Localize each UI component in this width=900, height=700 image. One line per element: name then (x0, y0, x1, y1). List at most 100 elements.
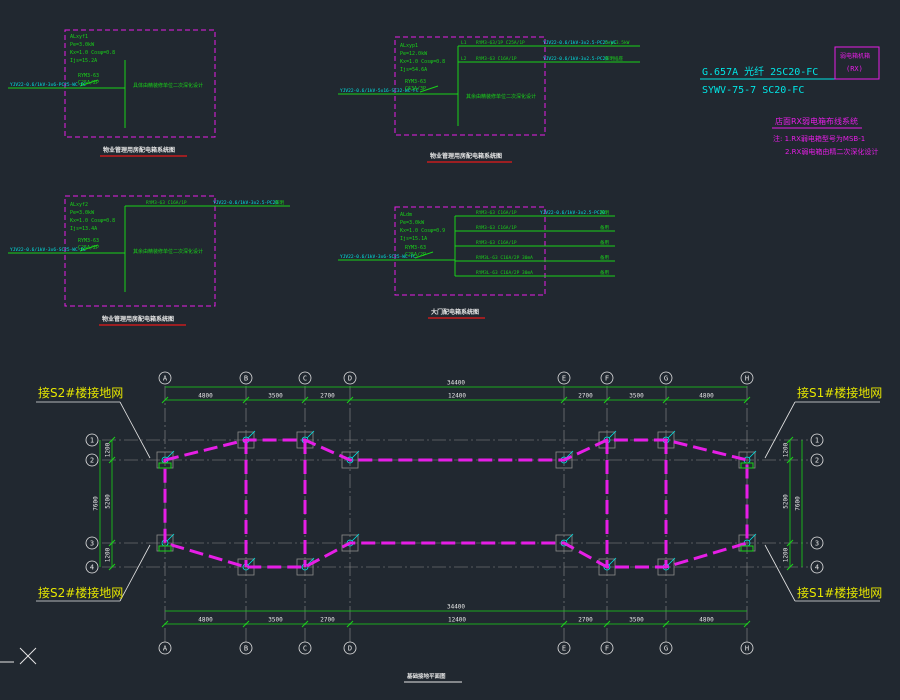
axis-bubble (343, 371, 357, 385)
dim-total-x-0: 34400 (447, 380, 465, 387)
panel-4-breaker-0: RYM3-63 (405, 245, 426, 251)
dim-total-y-1: 7600 (795, 496, 802, 511)
test-point (740, 545, 754, 552)
panel-2-spec-3: Ijs=54.6A (400, 67, 427, 73)
panel-4-branch-4-load: 备用 (600, 269, 609, 276)
panel-4-branch-3-breaker: RYM3L-63 C16A/2P 30mA (476, 255, 533, 261)
axis-bubble-label-G-0: G (664, 375, 668, 383)
axis-bubble-label-C-0: C (303, 375, 307, 383)
panel-4-spec-3: Ijs=15.1A (400, 236, 427, 242)
axis-bubble-label-1-1: 1 (815, 437, 819, 445)
plan-dimensions: 4800 3500 2700 12400 2700 3500 4800 34400 4800 3 5… (93, 380, 803, 628)
plan-grounding (158, 438, 754, 569)
rx-title: 店面RX弱电箱布线系统 (775, 116, 858, 126)
axis-bubble (85, 453, 99, 467)
ground-label-s1-top: 接S1#楼接地网 (797, 385, 882, 400)
panel-3-spec-0: ALxyf2 (70, 202, 88, 208)
ground-plan: 4800 3500 2700 12400 2700 3500 4800 34400 4800 3 5… (36, 371, 882, 683)
dim-y-0-0: 1200 (105, 442, 112, 457)
panel-2-branch-1-breaker: RYM3-63 C16A/1P (476, 56, 517, 62)
panel-3-branch-0-breaker: RYM3-63 C16A/1P (146, 200, 187, 206)
panel-2-branch-1-label: L2 (461, 56, 467, 62)
panel-4-spec-1: Pe=3.0kW (400, 220, 425, 226)
panel-1-note: 具体由精装修单位二次深化设计 (133, 82, 203, 89)
panel-3: ALxyf2 Pe=3.0kW Kx=1.0 Cosφ=0.8 Ijs=13.4… (8, 195, 290, 326)
footing-leader (565, 450, 574, 459)
footing-leader (351, 450, 360, 459)
panel-3-spec-2: Kx=1.0 Cosφ=0.8 (70, 218, 115, 224)
axis-bubble (298, 641, 312, 655)
ucs-icon (0, 647, 37, 665)
dim-x-0-5: 3500 (629, 393, 644, 400)
axis-bubble-label-3-1: 3 (815, 540, 819, 548)
panel-3-breaker-1: C25A/2P (78, 245, 99, 251)
axis-bubble-label-2-0: 2 (90, 457, 94, 465)
axis-bubble (85, 433, 99, 447)
footing-leader (608, 557, 617, 566)
panel-4-branch-0-load: 照明 (600, 210, 609, 216)
panel-3-branch-0-cable: YJV22-0.6/1kV-3x2.5-PC20 (213, 200, 278, 206)
dim-x-1-4: 2700 (578, 617, 593, 624)
dim-y-0-1: 5200 (105, 494, 112, 509)
axis-bubble-label-4-1: 4 (815, 564, 819, 572)
test-point (158, 462, 172, 469)
footing (598, 558, 616, 576)
axis-bubble (659, 641, 673, 655)
dim-x-0-6: 4800 (699, 393, 714, 400)
rx-box-title: 弱电箱机箱 (840, 52, 870, 60)
panel-2: ALxyp1 Pe=12.0kW Kx=1.0 Cosφ=0.8 Ijs=54.… (338, 36, 640, 163)
dim-x-0-3: 12400 (448, 393, 466, 400)
panel-2-branch-0-cable: YJV22-0.6/1kV-3x2.5-PC25-WC (543, 40, 616, 46)
panel-4-branch-0-cable: YJV22-0.6/1kV-3x2.5-PC20 (540, 210, 605, 216)
test-point (158, 545, 172, 552)
dim-x-0-0: 4800 (198, 393, 213, 400)
panel-3-incoming-cable: YJV22-0.6/1kV-3x6-SC25-WC-FC (10, 247, 86, 253)
test-point (740, 462, 754, 469)
dim-y-1-1: 5200 (783, 494, 790, 509)
panel-2-spec-2: Kx=1.0 Cosφ=0.8 (400, 59, 445, 65)
panel-3-branch-0-load: 照明 (275, 200, 284, 206)
dim-x-1-5: 3500 (629, 617, 644, 624)
dim-y-1-2: 1200 (783, 547, 790, 562)
footing-leader (166, 450, 175, 459)
panel-3-note: 其余由精装修单位二次深化设计 (133, 248, 203, 255)
panel-2-branch-1-cable: YJV22-0.6/1kV-3x2.5-PC20 (543, 56, 608, 62)
axis-bubble-label-G-1: G (664, 645, 668, 653)
footing-leader (565, 533, 574, 542)
footing-leader (667, 430, 676, 439)
footing-leader (247, 430, 256, 439)
dim-x-0-2: 2700 (320, 393, 335, 400)
panel-2-title: 物业管理用房配电箱系统图 (430, 152, 502, 160)
panel-2-branch-1-load: 照明插座 (605, 55, 623, 62)
axis-bubble (810, 560, 824, 574)
axis-bubble (600, 371, 614, 385)
panel-1-breaker-0: RYM3-63 (78, 73, 99, 79)
axis-bubble (343, 641, 357, 655)
axis-bubble-label-3-0: 3 (90, 540, 94, 548)
panel-3-spec-1: Pe=3.0kW (70, 210, 95, 216)
plan-title: 基础接地平面图 (406, 672, 446, 680)
axis-bubble-label-A-0: A (163, 375, 168, 383)
footing (555, 534, 573, 552)
axis-bubble-label-C-1: C (303, 645, 307, 653)
axis-bubble (810, 433, 824, 447)
axis-bubble (659, 371, 673, 385)
panel-1-incoming-cable: YJV22-0.6/1kV-3x6-PC25-WC-FC (10, 82, 86, 88)
panel-4-branch-3-load: 备用 (600, 254, 609, 261)
ground-label-s2-top: 接S2#楼接地网 (38, 385, 123, 400)
panel-1-title: 物业管理用房配电箱系统图 (103, 146, 175, 154)
panel-2-spec-0: ALxyp1 (400, 43, 418, 49)
ground-label-s2-bottom: 接S2#楼接地网 (38, 585, 123, 600)
dim-x-1-0: 4800 (198, 617, 213, 624)
rx-system: G.657A 光纤 2SC20-FC SYWV-75-7 SC20-FC 弱电箱… (700, 46, 880, 156)
axis-bubble-label-B-0: B (244, 375, 248, 383)
panel-2-branch-0-label: L1 (461, 40, 467, 46)
axis-bubble-label-D-0: D (348, 375, 352, 383)
axis-bubble (158, 371, 172, 385)
axis-bubble (740, 371, 754, 385)
rx-note-1: 注: 1.RX弱电箱型号为MSB-1 (773, 134, 865, 143)
ground-label-s1-bottom: 接S1#楼接地网 (797, 585, 882, 600)
axis-bubble-label-E-0: E (562, 375, 566, 383)
panel-4-branch-2-load: 备用 (600, 239, 609, 246)
